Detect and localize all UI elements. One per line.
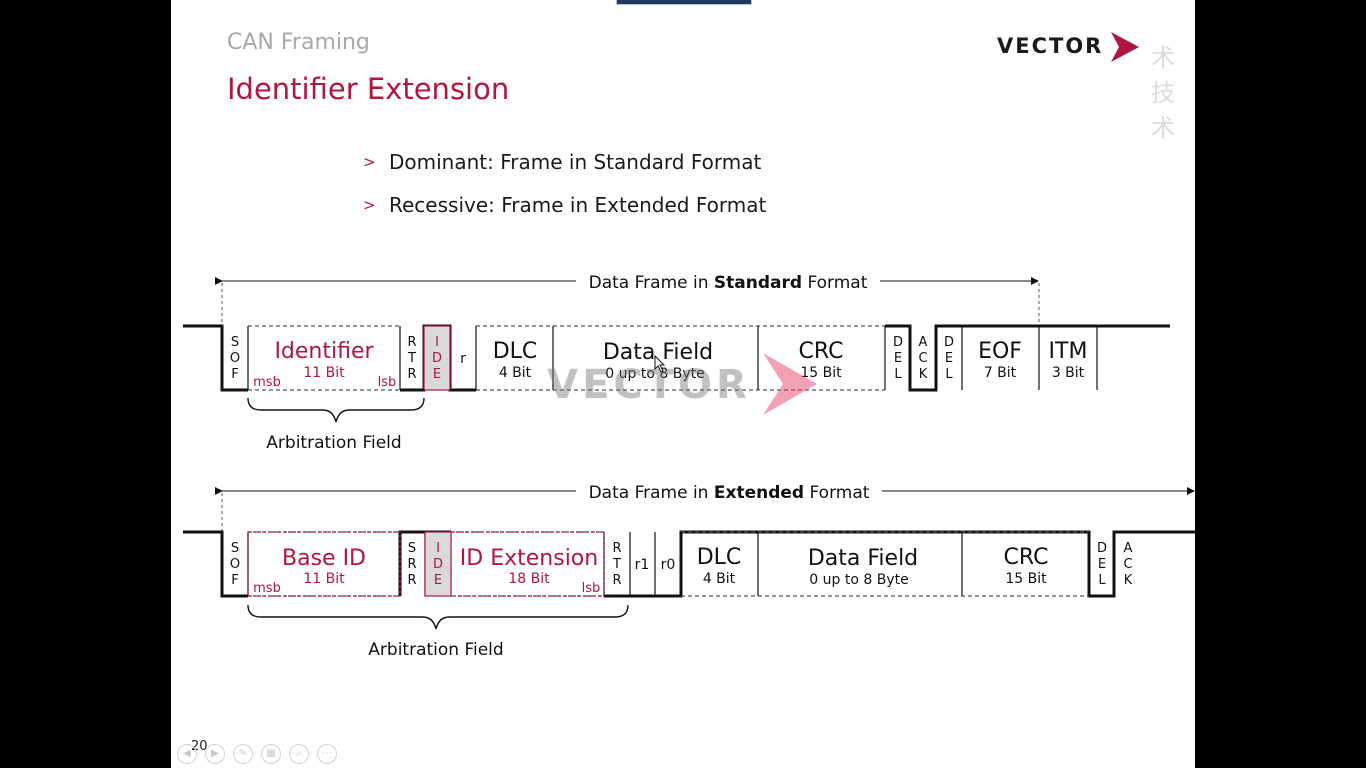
svg-text:T: T (612, 557, 621, 572)
svg-text:L: L (945, 367, 953, 382)
more-options-icon[interactable]: ⋯ (317, 744, 337, 764)
pen-icon[interactable]: ✎ (233, 744, 253, 764)
svg-text:DLC: DLC (697, 545, 742, 570)
extended-ide-field (424, 531, 452, 597)
bullet-marker: > (363, 196, 376, 214)
svg-text:CRC: CRC (799, 339, 844, 364)
vector-watermark: VECTOR (547, 353, 817, 415)
svg-text:r1: r1 (635, 557, 650, 573)
extended-arbitration-label: Arbitration Field (368, 640, 503, 660)
svg-text:R: R (407, 573, 416, 588)
slide-top-tab[interactable] (616, 0, 752, 5)
svg-text:I: I (435, 335, 439, 350)
extended-frame-caption: Data Frame in Extended Format (589, 483, 870, 503)
extended-base-id-label: Base ID (282, 546, 366, 571)
svg-text:15 Bit: 15 Bit (1005, 571, 1047, 587)
svg-text:E: E (894, 351, 902, 366)
vector-logo-arrow-icon (1111, 32, 1139, 62)
svg-text:A: A (1124, 541, 1133, 556)
standard-ide-field (423, 325, 451, 391)
svg-text:R: R (407, 557, 416, 572)
svg-text:K: K (1124, 573, 1133, 588)
standard-arbitration-label: Arbitration Field (266, 433, 401, 453)
svg-text:S: S (408, 541, 416, 556)
svg-text:R: R (407, 367, 416, 382)
svg-text:L: L (894, 367, 902, 382)
bullet-marker: > (363, 153, 376, 171)
extended-arbitration-brace (247, 604, 629, 630)
svg-text:D: D (433, 557, 443, 572)
svg-text:msb: msb (253, 375, 281, 390)
svg-text:7 Bit: 7 Bit (984, 365, 1017, 381)
svg-text:lsb: lsb (582, 581, 601, 596)
watermark-channel: 术技术 (1151, 44, 1175, 142)
svg-text:C: C (1123, 557, 1132, 572)
can-frame-diagram: Data Frame in Standard Format (183, 270, 1195, 660)
svg-text:4 Bit: 4 Bit (703, 571, 736, 587)
standard-frame-caption: Data Frame in Standard Format (589, 273, 868, 293)
bullet-list: > Dominant: Frame in Standard Format > R… (363, 150, 766, 236)
svg-text:E: E (1098, 557, 1106, 572)
svg-text:F: F (231, 367, 238, 382)
vector-logo-text: VECTOR (997, 34, 1104, 58)
bullet-item: > Dominant: Frame in Standard Format (363, 150, 766, 193)
svg-text:3 Bit: 3 Bit (1052, 365, 1085, 381)
svg-text:E: E (433, 367, 441, 382)
svg-text:18 Bit: 18 Bit (508, 571, 550, 587)
svg-text:Data Field: Data Field (808, 546, 918, 571)
svg-text:r: r (460, 351, 466, 367)
svg-text:0 up to 8 Byte: 0 up to 8 Byte (605, 366, 704, 382)
slide-nav-bar: ◀ ▶ ✎ ▦ ⌕ ⋯ (177, 744, 337, 764)
svg-text:E: E (945, 351, 953, 366)
svg-text:15 Bit: 15 Bit (800, 365, 842, 381)
svg-text:D: D (893, 335, 903, 350)
svg-text:D: D (1097, 541, 1107, 556)
next-slide-icon[interactable]: ▶ (205, 744, 225, 764)
previous-slide-icon[interactable]: ◀ (177, 744, 197, 764)
svg-text:K: K (919, 367, 928, 382)
svg-text:A: A (919, 335, 928, 350)
svg-text:R: R (612, 573, 621, 588)
svg-text:S: S (231, 335, 239, 350)
standard-frame: Data Frame in Standard Format (183, 270, 1170, 453)
svg-text:R: R (407, 335, 416, 350)
svg-text:T: T (407, 351, 416, 366)
standard-identifier-label: Identifier (274, 339, 374, 364)
svg-text:S: S (231, 541, 239, 556)
svg-text:11 Bit: 11 Bit (303, 365, 345, 381)
svg-text:r0: r0 (661, 557, 676, 573)
svg-text:O: O (230, 557, 240, 572)
mouse-cursor-icon (654, 355, 666, 373)
bullet-text: Dominant: Frame in Standard Format (389, 150, 762, 174)
svg-text:F: F (231, 573, 238, 588)
svg-text:lsb: lsb (378, 375, 397, 390)
extended-frame: Data Frame in Extended Format (183, 480, 1195, 660)
svg-text:msb: msb (253, 581, 281, 596)
slide: CAN Framing Identifier Extension VECTOR … (171, 0, 1195, 768)
svg-text:C: C (918, 351, 927, 366)
svg-text:D: D (944, 335, 954, 350)
bullet-item: > Recessive: Frame in Extended Format (363, 193, 766, 236)
svg-text:11 Bit: 11 Bit (303, 571, 345, 587)
slides-overview-icon[interactable]: ▦ (261, 744, 281, 764)
svg-text:D: D (432, 351, 442, 366)
svg-text:R: R (612, 541, 621, 556)
extended-id-extension-label: ID Extension (460, 546, 598, 571)
svg-text:0 up to 8 Byte: 0 up to 8 Byte (809, 572, 908, 588)
svg-text:ITM: ITM (1049, 339, 1088, 364)
section-title: CAN Framing (227, 30, 370, 55)
zoom-icon[interactable]: ⌕ (289, 744, 309, 764)
svg-text:O: O (230, 351, 240, 366)
svg-text:DLC: DLC (493, 339, 538, 364)
svg-text:EOF: EOF (978, 339, 1022, 364)
svg-text:VECTOR: VECTOR (547, 362, 751, 408)
svg-text:E: E (434, 573, 442, 588)
svg-text:4 Bit: 4 Bit (499, 365, 532, 381)
svg-text:L: L (1098, 573, 1106, 588)
slide-title: Identifier Extension (227, 72, 510, 106)
standard-arbitration-brace (247, 397, 425, 423)
svg-text:I: I (436, 541, 440, 556)
bullet-text: Recessive: Frame in Extended Format (389, 193, 767, 217)
svg-text:CRC: CRC (1004, 545, 1049, 570)
